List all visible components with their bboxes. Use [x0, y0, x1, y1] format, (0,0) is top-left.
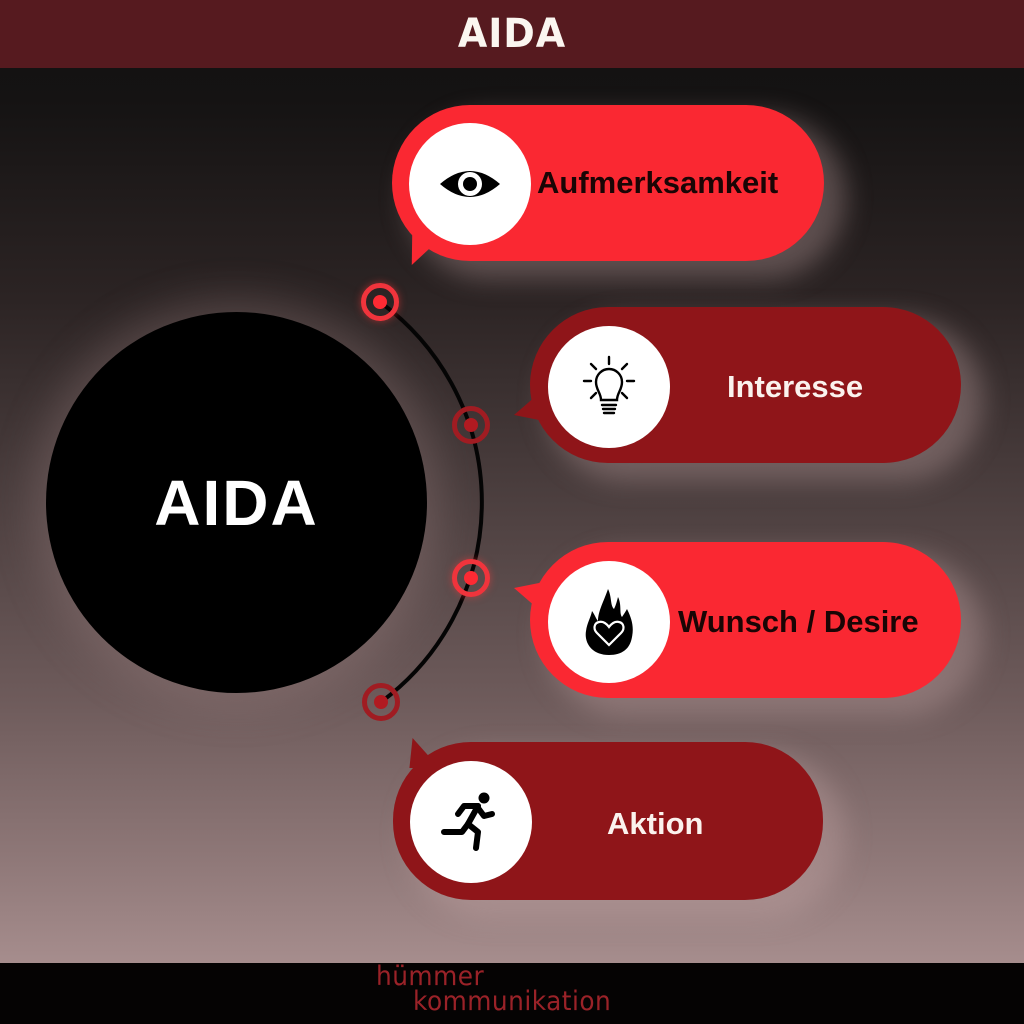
flame-heart-icon [585, 589, 633, 655]
bubble-tail [409, 738, 443, 768]
brand-logo-line1: hümmer [376, 961, 485, 992]
step-desire: Wunsch / Desire [514, 542, 961, 698]
step-label: Wunsch / Desire [678, 604, 919, 639]
lightbulb-icon [582, 355, 636, 415]
aida-hub-circle: AIDA [46, 312, 427, 693]
icon-badge [548, 326, 670, 448]
header-bar: AIDA [0, 0, 1024, 68]
eye-icon [440, 171, 500, 197]
timeline-dot-action [362, 683, 400, 721]
bubble-tail [514, 582, 544, 614]
step-action: Aktion [393, 738, 823, 900]
step-label: Aktion [607, 806, 704, 841]
bubble-tail [514, 389, 544, 421]
running-person-icon [441, 792, 495, 851]
step-interest: Interesse [514, 307, 961, 463]
timeline-dot-interest [452, 406, 490, 444]
step-label: Aufmerksamkeit [537, 165, 779, 200]
icon-badge [410, 761, 532, 883]
step-label: Interesse [727, 369, 864, 404]
icon-badge [548, 561, 670, 683]
hub-label: AIDA [154, 466, 319, 539]
step-attention: Aufmerksamkeit [392, 105, 824, 265]
timeline-dot-attention [361, 283, 399, 321]
brand-logo-line2: kommunikation [413, 986, 612, 1017]
page-title: AIDA [457, 11, 567, 57]
timeline-dot-desire [452, 559, 490, 597]
icon-badge [409, 123, 531, 245]
footer-bar [0, 963, 1024, 1024]
